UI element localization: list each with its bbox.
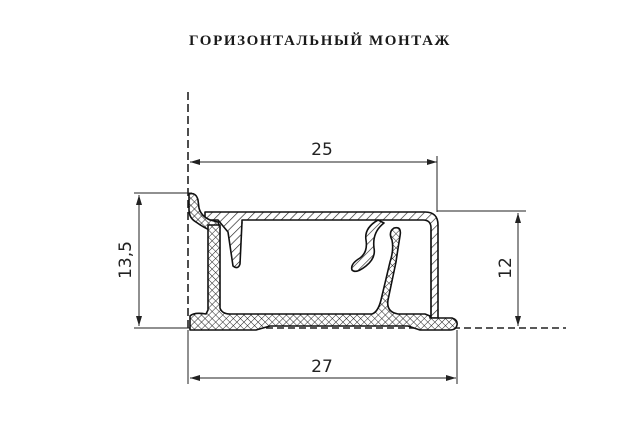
drawing-title: ГОРИЗОНТАЛЬНЫЙ МОНТАЖ bbox=[189, 33, 451, 49]
profile-rigid-body bbox=[204, 211, 439, 319]
profile-inner-hook bbox=[350, 219, 385, 273]
dim-25-label: 25 bbox=[311, 140, 333, 160]
profile-soft-base bbox=[189, 224, 458, 331]
dim-27-label: 27 bbox=[311, 357, 333, 377]
profile-cavity-outline bbox=[241, 222, 432, 316]
dim-13-5-label: 13,5 bbox=[116, 241, 136, 279]
dim-12-label: 12 bbox=[496, 257, 516, 279]
